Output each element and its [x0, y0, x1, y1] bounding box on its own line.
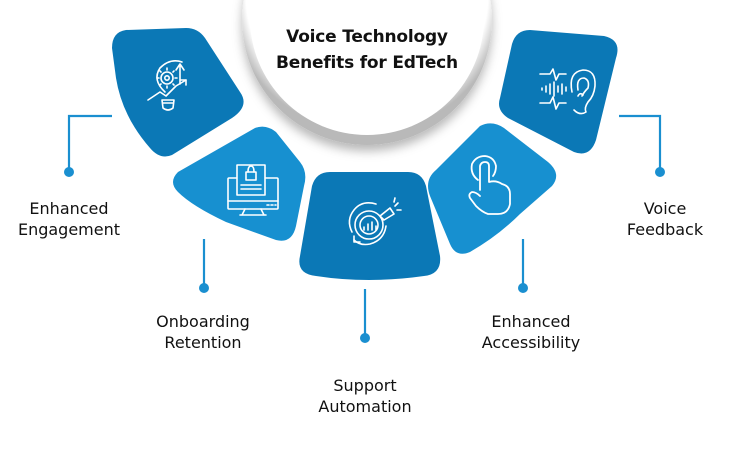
label-line-2: Retention — [164, 333, 242, 352]
hand-tap-icon — [468, 155, 511, 215]
title-line-2: Benefits for EdTech — [276, 53, 458, 73]
title-circle — [242, 0, 492, 145]
connector-dot-enhanced-accessibility — [518, 283, 528, 293]
diagram-title: Voice Technology Benefits for EdTech — [250, 24, 484, 76]
label-line-2: Engagement — [17, 220, 121, 239]
tile-onboarding-retention — [173, 126, 306, 241]
title-line-1: Voice Technology — [286, 27, 448, 47]
label-enhanced-engagement: Enhanced Engagement — [14, 198, 124, 240]
connector-enhanced-engagement — [67, 114, 112, 172]
connector-dot-support-automation — [360, 333, 370, 343]
connector-dot-voice-feedback — [655, 167, 665, 177]
tile-enhanced-accessibility — [428, 123, 557, 254]
tile-enhanced-engagement — [112, 28, 244, 157]
tile-support-automation — [299, 172, 441, 280]
connector-dot-onboarding-retention — [199, 283, 209, 293]
tile-voice-feedback — [499, 30, 618, 154]
label-line-1: Onboarding — [156, 312, 250, 331]
connector-voice-feedback — [619, 114, 662, 172]
label-line-1: Support — [333, 376, 397, 395]
label-line-1: Enhanced — [491, 312, 571, 331]
label-onboarding-retention: Onboarding Retention — [148, 311, 258, 353]
connector-dot-enhanced-engagement — [64, 167, 74, 177]
ear-soundwave-icon — [539, 68, 596, 115]
label-voice-feedback: Voice Feedback — [610, 198, 720, 240]
label-line-2: Automation — [318, 397, 412, 416]
label-line-1: Voice — [643, 199, 687, 218]
label-line-1: Enhanced — [29, 199, 109, 218]
gear-chart-megaphone-icon — [348, 197, 402, 246]
label-support-automation: Support Automation — [310, 375, 420, 417]
label-enhanced-accessibility: Enhanced Accessibility — [471, 311, 591, 353]
lightbulb-gear-growth-icon — [147, 60, 187, 111]
label-line-2: Accessibility — [481, 333, 581, 352]
label-line-2: Feedback — [626, 220, 704, 239]
monitor-lock-document-icon — [227, 164, 279, 216]
